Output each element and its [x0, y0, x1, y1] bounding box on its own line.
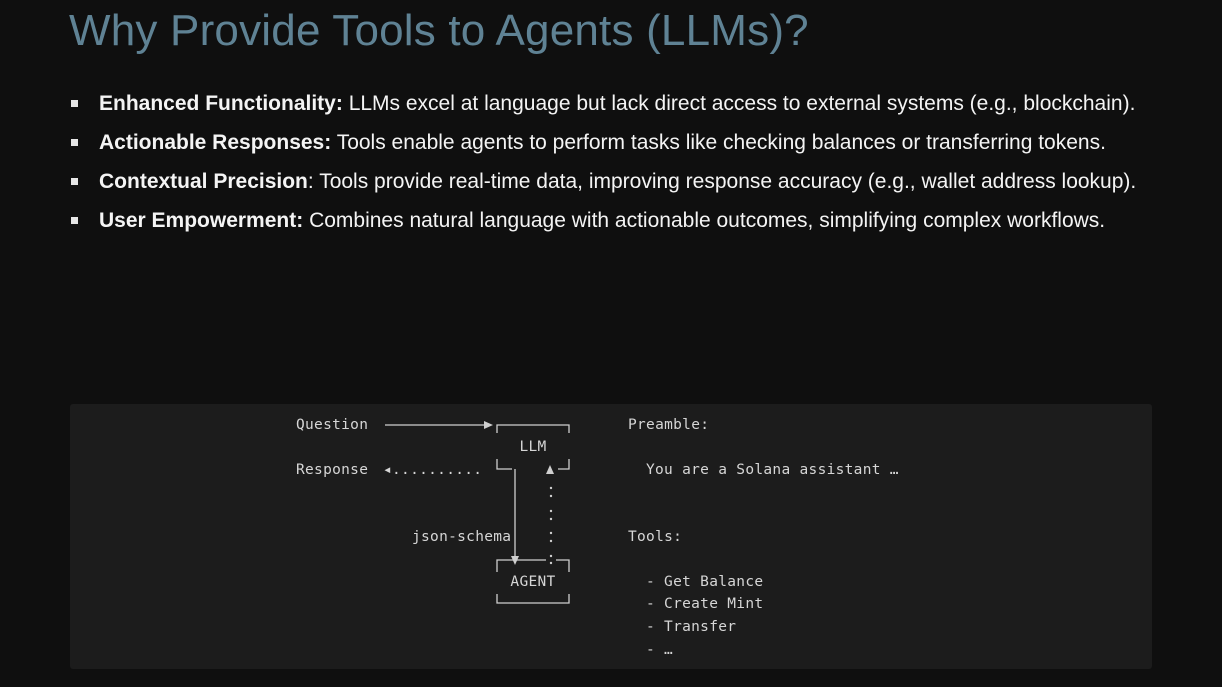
json-schema-label: json-schema — [412, 529, 511, 545]
square-bullet-icon — [71, 217, 78, 224]
return-dotted-line — [549, 486, 553, 565]
bullet-item: Enhanced Functionality: LLMs excel at la… — [70, 84, 1160, 123]
bullet-item: Contextual Precision: Tools provide real… — [70, 162, 1160, 201]
bullet-term: Actionable Responses: — [99, 131, 332, 154]
bullet-text: Tools enable agents to perform tasks lik… — [331, 131, 1106, 154]
arrow-up-icon — [546, 465, 554, 474]
square-bullet-icon — [71, 178, 78, 185]
agent-box — [496, 559, 570, 604]
bullet-term: User Empowerment: — [99, 209, 304, 232]
tool-item: - … — [646, 642, 673, 658]
square-bullet-icon — [71, 100, 78, 107]
bullet-item: User Empowerment: Combines natural langu… — [70, 201, 1160, 240]
slide-title: Why Provide Tools to Agents (LLMs)? — [69, 6, 809, 55]
code-panel: LLM Question Response ◂.......... json-s… — [70, 404, 1152, 669]
response-label: Response — [296, 462, 368, 478]
bullet-term: Contextual Precision — [99, 170, 308, 193]
bullet-text: Tools provide real-time data, improving … — [313, 170, 1137, 193]
response-dotted-arrow: ◂.......... — [383, 462, 482, 478]
arrow-right-icon — [484, 421, 493, 429]
preamble-heading: Preamble: — [628, 417, 709, 433]
bullet-text: LLMs excel at language but lack direct a… — [342, 92, 1136, 115]
agent-label: AGENT — [510, 574, 555, 590]
llm-box — [496, 424, 570, 470]
bullet-list: Enhanced Functionality: LLMs excel at la… — [70, 84, 1160, 240]
bullet-item: Actionable Responses: Tools enable agent… — [70, 123, 1160, 162]
ascii-diagram: LLM Question Response ◂.......... json-s… — [296, 417, 899, 658]
question-label: Question — [296, 417, 368, 433]
tool-item: - Get Balance — [646, 574, 763, 590]
tool-item: - Create Mint — [646, 596, 763, 612]
llm-label: LLM — [519, 439, 546, 455]
tools-heading: Tools: — [628, 529, 682, 545]
bullet-text: Combines natural language with actionabl… — [303, 209, 1106, 232]
bullet-term: Enhanced Functionality: — [99, 92, 343, 115]
square-bullet-icon — [71, 139, 78, 146]
preamble-text: You are a Solana assistant … — [646, 462, 899, 478]
tool-item: - Transfer — [646, 619, 736, 635]
